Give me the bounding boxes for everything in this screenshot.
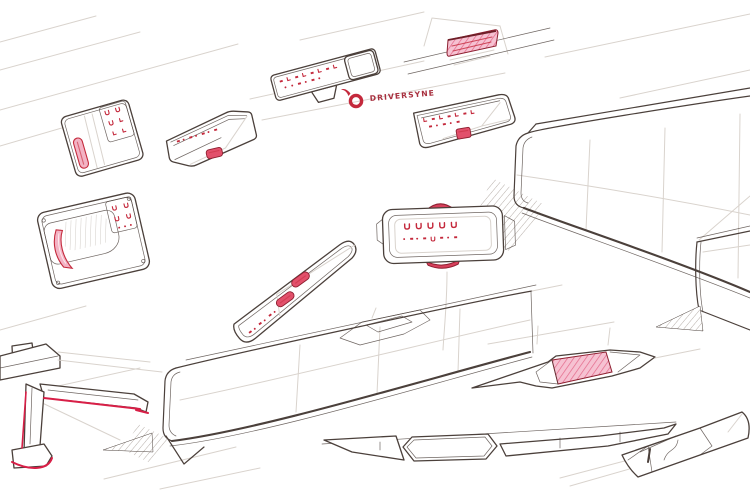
sketch-armrest-diagonal: [233, 240, 357, 343]
sketch-handle-armature: [0, 342, 163, 469]
sketch-rail-profile-bottom: [321, 421, 677, 462]
logo: DRIVERSYNE: [341, 88, 435, 109]
sketch-surface-pocket-red: [403, 17, 555, 75]
sketch-blade-bottom-right: [621, 411, 750, 478]
beam-top-handle-recess: [339, 307, 431, 346]
sketch-prism-partial-right: [655, 225, 750, 332]
sketch-console-tray-upper-right: [412, 93, 516, 149]
sketch-blade-pink-pocket: [471, 348, 701, 389]
sketch-overhead-console-center: [376, 203, 516, 269]
sketch-recessed-tray-left: [165, 110, 258, 167]
logo-swirl-icon: [341, 89, 364, 109]
sketch-door-panel-with-grip: [36, 192, 151, 290]
sketch-control-strip-top: [270, 48, 381, 104]
sketch-panel-small-top-left: [60, 99, 144, 177]
logo-text: DRIVERSYNE: [369, 88, 435, 103]
sketch-beam-large-bottom: [124, 284, 563, 465]
